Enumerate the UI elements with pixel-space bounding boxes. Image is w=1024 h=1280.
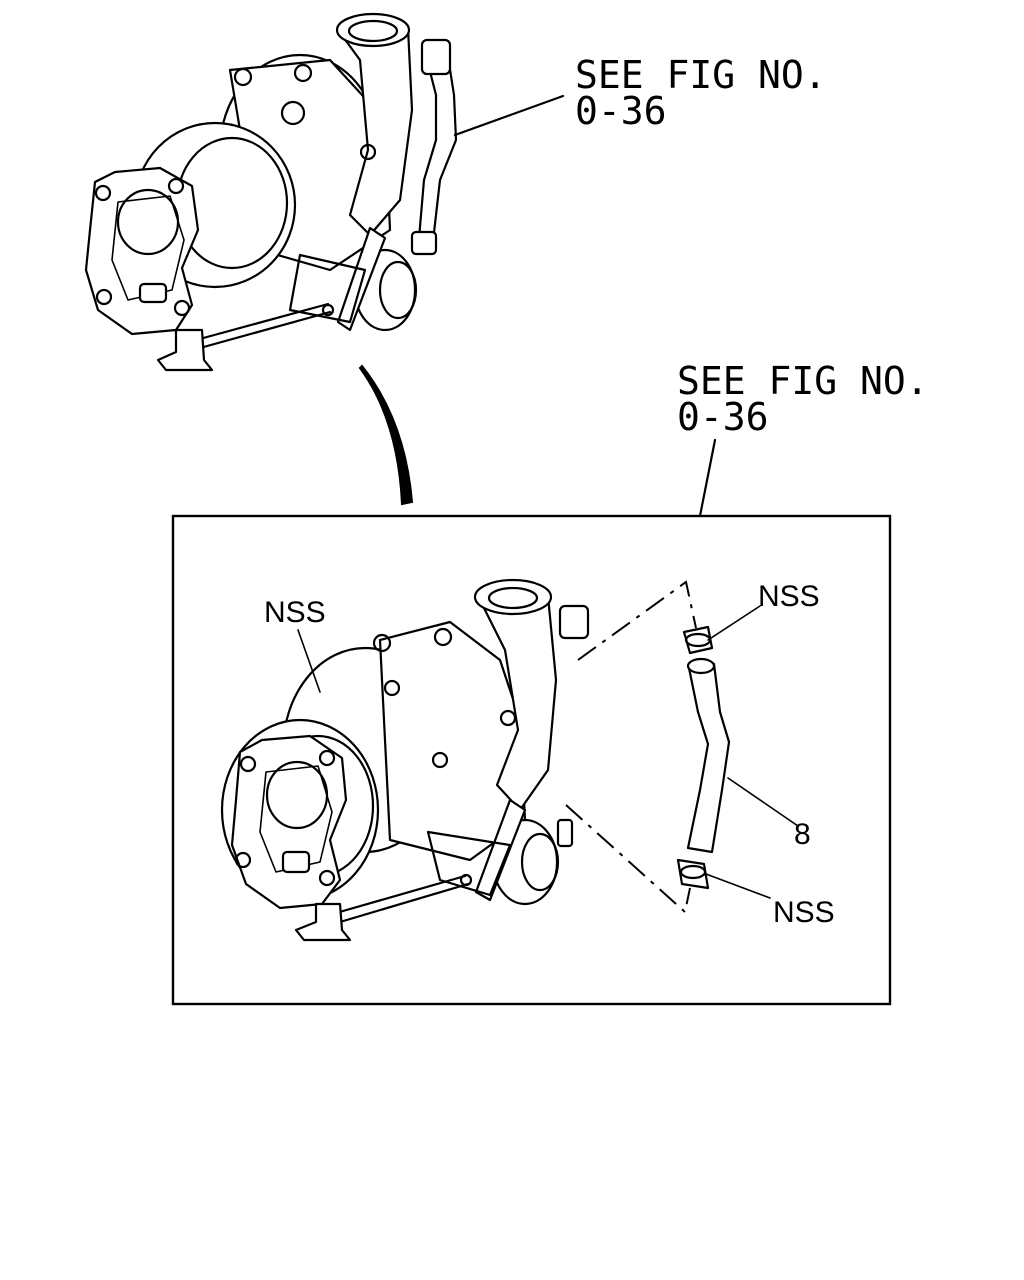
clamp-lower-part — [676, 858, 710, 890]
leader-hose — [727, 777, 799, 827]
detail-arrow — [358, 364, 414, 506]
detail-callout-leader — [698, 438, 717, 518]
label-clamp-lower: NSS — [773, 896, 835, 929]
detail-turbocharger — [220, 578, 590, 942]
detail-callout-line1: SEE FIG NO. — [677, 359, 929, 403]
phantom-line-upper — [577, 580, 697, 661]
label-clamp-upper: NSS — [758, 580, 820, 613]
phantom-line-lower — [565, 804, 691, 914]
top-callout-leader — [453, 94, 565, 137]
clamp-upper-part — [682, 625, 714, 655]
leader-turbocharger — [297, 629, 321, 693]
overview-turbocharger — [84, 12, 458, 372]
top-callout-line1: SEE FIG NO. — [575, 53, 827, 97]
label-hose: 8 — [794, 818, 811, 851]
detail-callout-line2: 0-36 — [677, 395, 769, 439]
top-callout-line2: 0-36 — [575, 89, 667, 133]
leader-clamp-upper — [707, 605, 761, 641]
label-turbocharger: NSS — [264, 596, 326, 629]
detail-frame — [171, 514, 892, 1006]
leader-clamp-lower — [705, 873, 771, 899]
hose-part — [686, 657, 731, 854]
